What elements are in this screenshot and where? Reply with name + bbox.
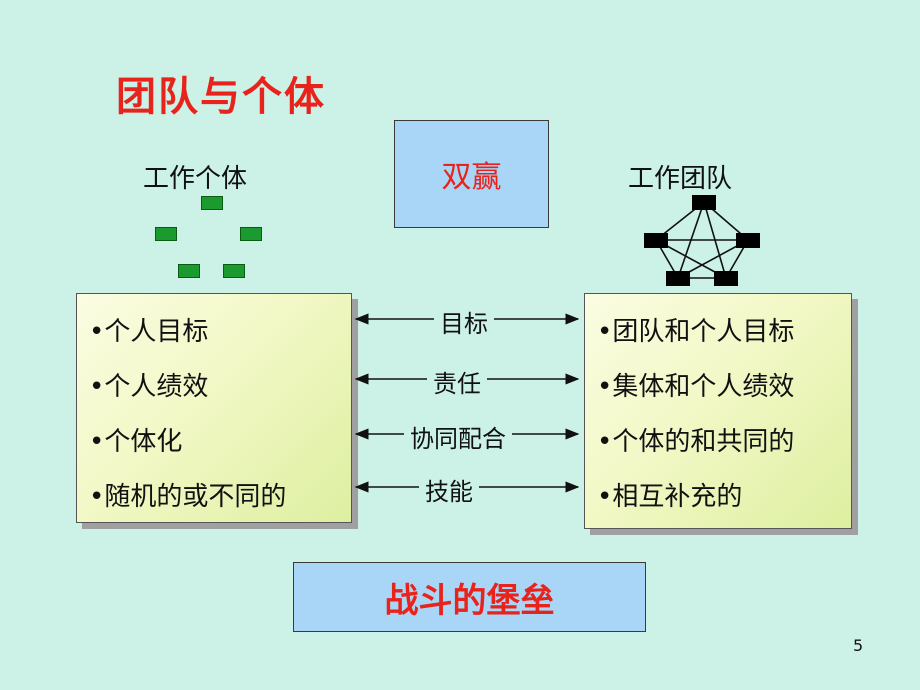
individual-node: [155, 227, 177, 241]
slide-title: 团队与个体: [116, 74, 326, 120]
team-panel: •团队和个人目标 •集体和个人绩效 •个体的和共同的 •相互补充的: [584, 293, 852, 529]
right-heading: 工作团队: [628, 164, 733, 194]
page-number: 5: [853, 636, 864, 655]
team-node: [666, 271, 690, 286]
connector-label: 责任: [427, 364, 487, 399]
connector-label: 协同配合: [404, 419, 512, 454]
team-item: •个体的和共同的: [597, 427, 795, 457]
fortress-label: 战斗的堡垒: [384, 580, 555, 621]
team-node: [714, 271, 738, 286]
connector-label: 目标: [434, 304, 494, 339]
team-node: [692, 195, 716, 210]
win-win-label: 双赢: [441, 160, 502, 195]
left-heading: 工作个体: [143, 164, 248, 194]
team-item: •相互补充的: [597, 482, 743, 512]
individual-node: [201, 196, 223, 210]
team-item: •团队和个人目标: [597, 317, 795, 347]
individual-item: •个体化: [89, 427, 183, 457]
team-node: [644, 233, 668, 248]
individual-item: •随机的或不同的: [89, 482, 287, 512]
individual-node: [223, 264, 245, 278]
individual-node: [240, 227, 262, 241]
individual-item: •个人绩效: [89, 372, 209, 402]
team-node: [736, 233, 760, 248]
win-win-box: 双赢: [394, 120, 549, 228]
team-item: •集体和个人绩效: [597, 372, 795, 402]
team-network-icon: [644, 195, 760, 286]
individual-item: •个人目标: [89, 317, 209, 347]
individual-panel: •个人目标 •个人绩效 •个体化 •随机的或不同的: [76, 293, 352, 523]
individual-node: [178, 264, 200, 278]
fortress-box: 战斗的堡垒: [293, 562, 646, 632]
connector-label: 技能: [419, 472, 479, 507]
